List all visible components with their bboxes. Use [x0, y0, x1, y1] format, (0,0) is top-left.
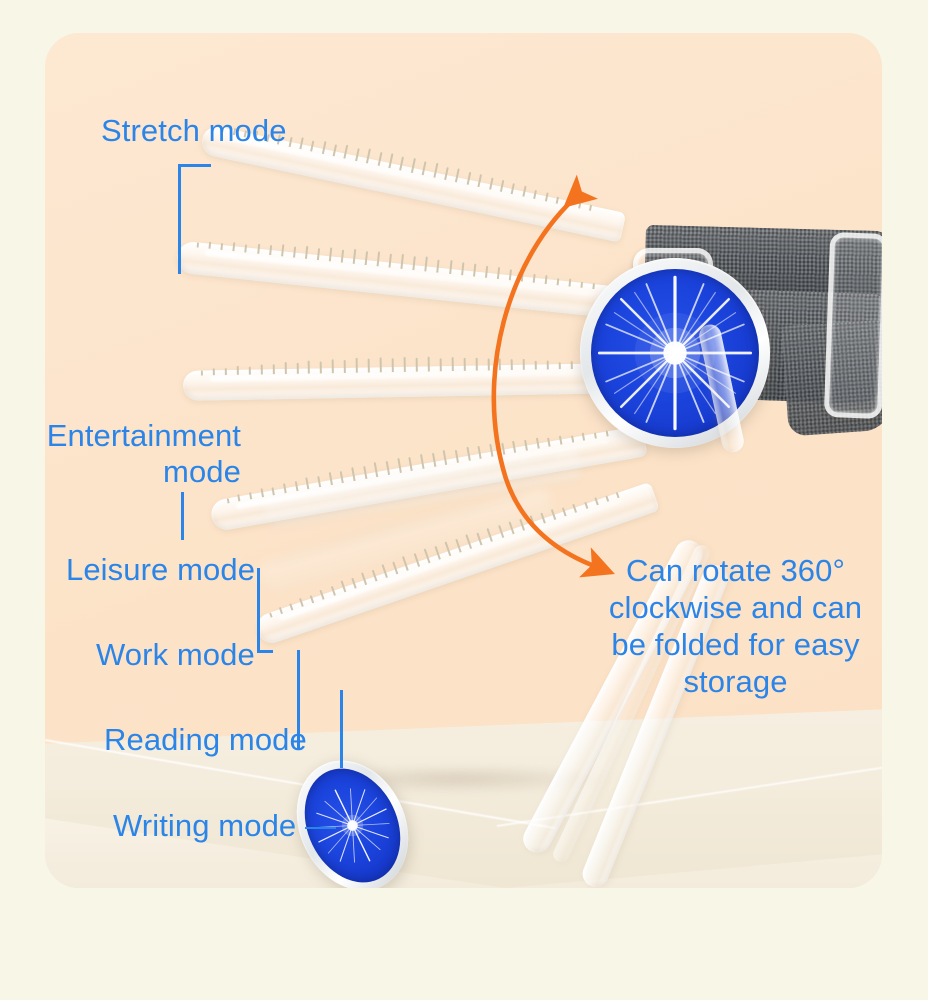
strap-buckle-right — [823, 232, 882, 419]
leader-work — [297, 650, 300, 750]
label-reading-mode: Reading mode — [104, 722, 307, 757]
label-entertainment-mode: Entertainment mode — [46, 418, 241, 489]
disc-bottom — [275, 741, 430, 888]
starburst-icon — [597, 275, 753, 431]
leader-leisure-vertical — [257, 568, 260, 653]
product-card — [45, 33, 882, 888]
disc-top-face — [591, 269, 759, 437]
disc-top — [580, 258, 770, 448]
leader-stretch-vertical — [178, 164, 181, 274]
fan-blade-3 — [182, 356, 634, 401]
leader-entertainment — [181, 492, 184, 540]
starburst-icon — [315, 788, 390, 863]
fan-blade-2 — [175, 240, 632, 320]
disc-bottom-face — [286, 752, 419, 888]
label-writing-mode: Writing mode — — [113, 808, 337, 843]
leader-reading — [340, 690, 343, 768]
label-stretch-mode: Stretch mode — [101, 113, 287, 148]
label-work-mode: Work mode — [96, 637, 255, 672]
leader-leisure-foot — [257, 650, 273, 653]
label-leisure-mode: Leisure mode — [66, 552, 256, 587]
leader-stretch-horizontal — [178, 164, 211, 167]
label-rotation-note: Can rotate 360° clockwise and can be fol… — [608, 553, 863, 699]
